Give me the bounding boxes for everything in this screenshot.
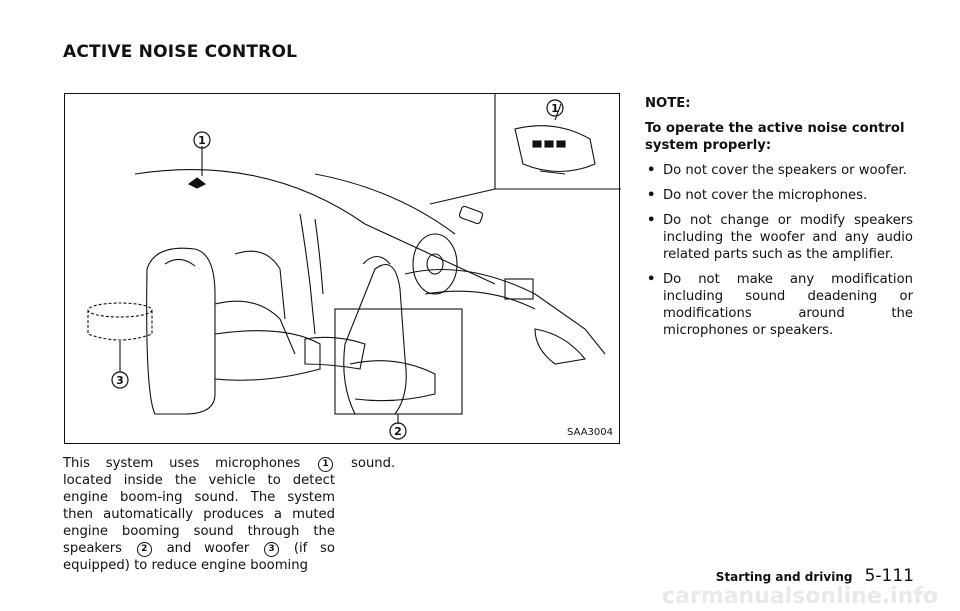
callout-circle-1-inset xyxy=(546,99,564,117)
body-text: This system uses microphones xyxy=(63,456,301,471)
callout-circle-2 xyxy=(389,422,407,440)
bullet-text: Do not make any modification including s… xyxy=(663,272,913,338)
note-section: NOTE: To operate the active noise contro… xyxy=(645,95,913,347)
note-bullet: • Do not change or modify speakers inclu… xyxy=(645,212,913,263)
bullet-text: Do not change or modify speakers includi… xyxy=(663,213,913,262)
interior-line-drawing: 1 1 2 3 xyxy=(87,94,621,440)
note-bullet: • Do not make any modification including… xyxy=(645,271,913,339)
body-text: and woofer xyxy=(166,541,250,556)
watermark: carmanualsonline.info xyxy=(662,584,938,609)
callout-circle-3 xyxy=(111,371,129,389)
bullet-dot: • xyxy=(647,272,656,287)
callout-ref-1: 1 xyxy=(318,457,333,472)
page-footer: Starting and driving 5-111 xyxy=(716,566,914,586)
bullet-text: Do not cover the speakers or woofer. xyxy=(663,163,907,178)
vehicle-interior-illustration: 1 1 2 3 SAA3004 xyxy=(64,93,621,444)
rear-seat xyxy=(146,247,216,415)
overhead-console xyxy=(514,125,596,172)
body-paragraph: This system uses microphones 1 located i… xyxy=(63,455,335,574)
speaker-detail-box xyxy=(334,308,463,415)
note-bullet: • Do not cover the microphones. xyxy=(645,187,913,204)
page-title: ACTIVE NOISE CONTROL xyxy=(63,42,298,62)
bullet-dot: • xyxy=(647,163,656,178)
note-bullet: • Do not cover the speakers or woofer. xyxy=(645,162,913,179)
body-continuation: sound. xyxy=(351,456,396,471)
dashboard xyxy=(404,269,606,355)
callout-label-2: 2 xyxy=(394,425,402,438)
callout-ref-3: 3 xyxy=(264,542,280,557)
footer-section-name: Starting and driving xyxy=(715,570,853,584)
callout-circle-1 xyxy=(193,131,211,149)
woofer xyxy=(87,302,153,318)
note-intro: To operate the active noise control syst… xyxy=(645,121,905,153)
roof-line xyxy=(314,173,456,235)
body-text: located inside the vehicle to detect eng… xyxy=(63,473,335,556)
note-heading: NOTE: xyxy=(645,96,691,111)
front-seat xyxy=(343,264,407,415)
bullet-text: Do not cover the microphones. xyxy=(663,188,868,203)
steering-wheel xyxy=(412,233,458,295)
rear-view-mirror xyxy=(458,205,484,225)
callout-label-3: 3 xyxy=(116,374,124,387)
microphone-mark xyxy=(187,177,207,189)
bullet-dot: • xyxy=(647,188,656,203)
roof-line xyxy=(134,169,366,225)
bullet-dot: • xyxy=(647,213,656,228)
page-number: 5-111 xyxy=(864,566,914,586)
center-console xyxy=(304,336,366,370)
callout-label-1-inset: 1 xyxy=(551,102,559,115)
body-text: (if so equipped) to reduce engine boomin… xyxy=(63,541,335,573)
callout-label-1: 1 xyxy=(198,134,206,147)
figure-code: SAA3004 xyxy=(567,427,613,438)
callout-ref-2: 2 xyxy=(136,542,152,557)
